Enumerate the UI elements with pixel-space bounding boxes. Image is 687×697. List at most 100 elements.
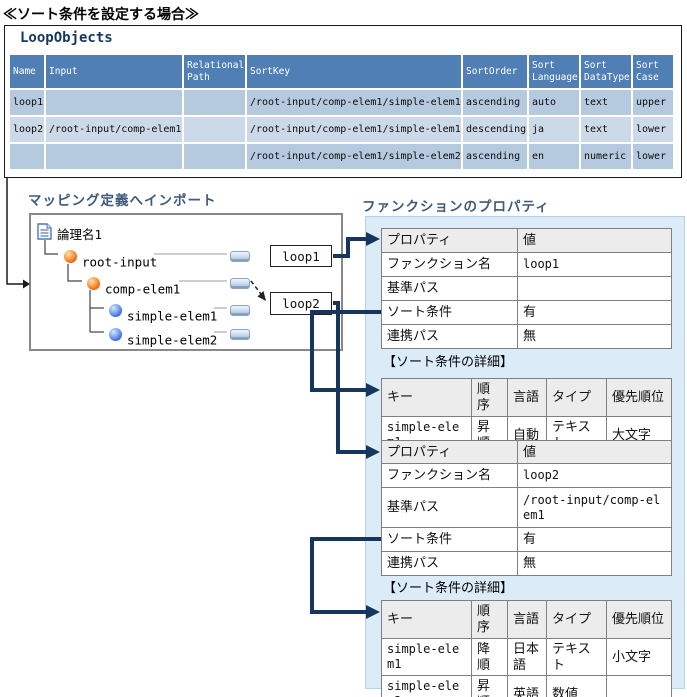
tree-node-label: root-input xyxy=(82,254,158,270)
tree-root-label: 論理名1 xyxy=(57,227,103,242)
column-header: Sort Case xyxy=(633,55,673,88)
cell: loop2 xyxy=(517,463,672,488)
cell: 有 xyxy=(517,300,672,325)
mapping-tree-box: 論理名1 root-input comp-elem1 simple-elem1 … xyxy=(29,213,343,351)
column-header: キー xyxy=(381,600,472,639)
column-header: プロパティ xyxy=(381,440,518,464)
cell: lower xyxy=(633,117,673,142)
tree-node-label: simple-elem1 xyxy=(127,308,218,324)
table-row: 連携パス無 xyxy=(381,324,672,349)
simple-element-icon xyxy=(109,327,122,341)
cell xyxy=(184,144,245,169)
tree-node-label: comp-elem1 xyxy=(105,281,181,297)
table-row: 基準パス/root-input/comp-elem1 xyxy=(381,487,672,528)
column-header: 言語 xyxy=(507,600,547,639)
document-icon xyxy=(37,223,52,245)
properties-section-label: ファンクションのプロパティ xyxy=(362,199,550,214)
cell: /root-input/comp-elem1 xyxy=(517,487,672,528)
column-header: Relational Path xyxy=(184,55,245,88)
cell xyxy=(184,117,245,142)
cell: 基準パス xyxy=(381,276,518,301)
connection-point-button xyxy=(230,304,250,316)
cell: 英語 xyxy=(507,675,547,697)
connection-point-button xyxy=(230,328,250,340)
cell: /root-input/comp-elem1/simple-elem2 xyxy=(247,144,461,169)
table-row: 基準パス xyxy=(381,276,672,301)
cell: numeric xyxy=(581,144,631,169)
header-row: プロパティ値 xyxy=(381,440,672,464)
sort-detail-caption: 【ソート条件の詳細】 xyxy=(383,354,514,369)
cell: upper xyxy=(633,90,673,115)
cell: simple-elem2 xyxy=(381,675,472,697)
simple-element-icon xyxy=(109,303,122,317)
arrow-table-to-tree xyxy=(6,177,30,289)
header-row: キー順序言語タイプ優先順位 xyxy=(381,378,672,417)
cell: text xyxy=(581,117,631,142)
cell: ファンクション名 xyxy=(381,252,518,277)
cell: /root-input/comp-elem1/simple-elem1 xyxy=(247,117,461,142)
cell: 連携パス xyxy=(381,324,518,349)
cell: ソート条件 xyxy=(381,527,518,552)
column-header: タイプ xyxy=(546,600,607,639)
table-row: loop1/root-input/comp-elem1/simple-elem1… xyxy=(10,90,673,115)
cell: descending xyxy=(463,117,527,142)
connection-point-button xyxy=(230,250,250,262)
column-header: 優先順位 xyxy=(606,378,672,417)
column-header: Input xyxy=(46,55,182,88)
loop1-function-box: loop1 xyxy=(270,245,332,267)
table-row: simple-elem2昇順英語数値 xyxy=(381,675,672,697)
cell: 無 xyxy=(517,551,672,576)
cell: ソート条件 xyxy=(381,300,518,325)
table-row: ソート条件有 xyxy=(381,527,672,552)
cell: 小文字 xyxy=(606,637,672,676)
column-header: Sort DataType xyxy=(581,55,631,88)
cell xyxy=(10,144,44,169)
column-header: プロパティ xyxy=(381,228,518,253)
loop2-function-box: loop2 xyxy=(270,292,332,315)
cell: /root-input/comp-elem1/simple-elem1 xyxy=(247,90,461,115)
column-header: 値 xyxy=(517,440,672,464)
column-header: 言語 xyxy=(507,378,547,417)
column-header: SortOrder xyxy=(463,55,527,88)
cell: loop2 xyxy=(10,117,44,142)
loopobjects-title: LoopObjects xyxy=(20,30,113,46)
cell: 数値 xyxy=(546,675,607,697)
cell: テキスト xyxy=(546,637,607,676)
cell: 日本語 xyxy=(507,637,547,676)
cell xyxy=(517,276,672,301)
column-header: 順序 xyxy=(471,378,508,417)
column-header: Sort Language xyxy=(529,55,579,88)
cell: ascending xyxy=(463,90,527,115)
column-header: タイプ xyxy=(546,378,607,417)
table-row: 連携パス無 xyxy=(381,551,672,576)
cell: auto xyxy=(529,90,579,115)
table-row: ソート条件有 xyxy=(381,300,672,325)
cell: lower xyxy=(633,144,673,169)
cell xyxy=(606,675,672,697)
cell xyxy=(46,144,182,169)
cell: simple-elem1 xyxy=(381,637,472,676)
cell: 無 xyxy=(517,324,672,349)
cell xyxy=(46,90,182,115)
connection-point-button xyxy=(230,277,250,289)
column-header: 値 xyxy=(517,228,672,253)
composite-element-icon xyxy=(64,249,77,263)
column-header: Name xyxy=(10,55,44,88)
cell: ascending xyxy=(463,144,527,169)
cell: 連携パス xyxy=(381,551,518,576)
column-header: 優先順位 xyxy=(606,600,672,639)
composite-element-icon xyxy=(87,276,100,290)
table-row: loop2/root-input/comp-elem1/root-input/c… xyxy=(10,117,673,142)
cell: 基準パス xyxy=(381,487,518,528)
cell: 降順 xyxy=(471,637,508,676)
cell: /root-input/comp-elem1 xyxy=(46,117,182,142)
cell: text xyxy=(581,90,631,115)
